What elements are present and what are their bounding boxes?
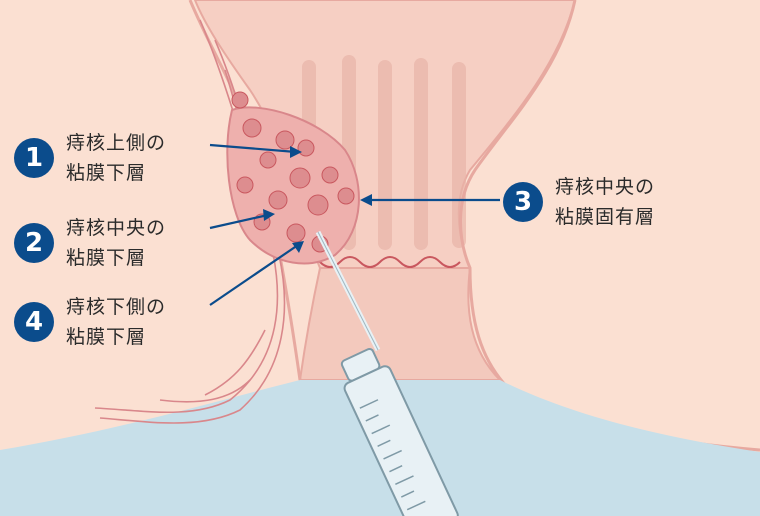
callout-4: 4 痔核下側の 粘膜下層 bbox=[14, 292, 166, 352]
dentate-line bbox=[299, 256, 461, 268]
callout-3: 3 痔核中央の 粘膜固有層 bbox=[503, 172, 655, 232]
callout-label-line2: 粘膜下層 bbox=[66, 326, 147, 348]
callout-label-line1: 痔核上側の bbox=[66, 132, 167, 154]
callout-number-badge: 4 bbox=[14, 302, 54, 342]
callout-label: 痔核中央の 粘膜下層 bbox=[66, 213, 166, 273]
callout-label: 痔核上側の 粘膜下層 bbox=[66, 128, 166, 188]
vessel-nodes bbox=[231, 91, 355, 253]
callout-label-line1: 痔核中央の bbox=[555, 176, 656, 198]
syringe-needle-edge bbox=[317, 231, 379, 351]
callout-label-line2: 粘膜下層 bbox=[66, 162, 147, 184]
callout-label: 痔核下側の 粘膜下層 bbox=[66, 292, 166, 352]
pointer-lines bbox=[209, 143, 500, 306]
callout-1: 1 痔核上側の 粘膜下層 bbox=[14, 128, 166, 188]
syringe bbox=[340, 347, 459, 516]
callout-number-badge: 2 bbox=[14, 223, 54, 263]
callout-label: 痔核中央の 粘膜固有層 bbox=[555, 172, 655, 232]
pointer-heads bbox=[263, 146, 372, 253]
callout-label-line1: 痔核中央の bbox=[66, 217, 167, 239]
callout-number-badge: 1 bbox=[14, 138, 54, 178]
callout-number-badge: 3 bbox=[503, 182, 543, 222]
callout-label-line1: 痔核下側の bbox=[66, 296, 167, 318]
callout-label-line2: 粘膜下層 bbox=[66, 247, 147, 269]
callout-2: 2 痔核中央の 粘膜下層 bbox=[14, 213, 166, 273]
callout-label-line2: 粘膜固有層 bbox=[555, 206, 656, 228]
